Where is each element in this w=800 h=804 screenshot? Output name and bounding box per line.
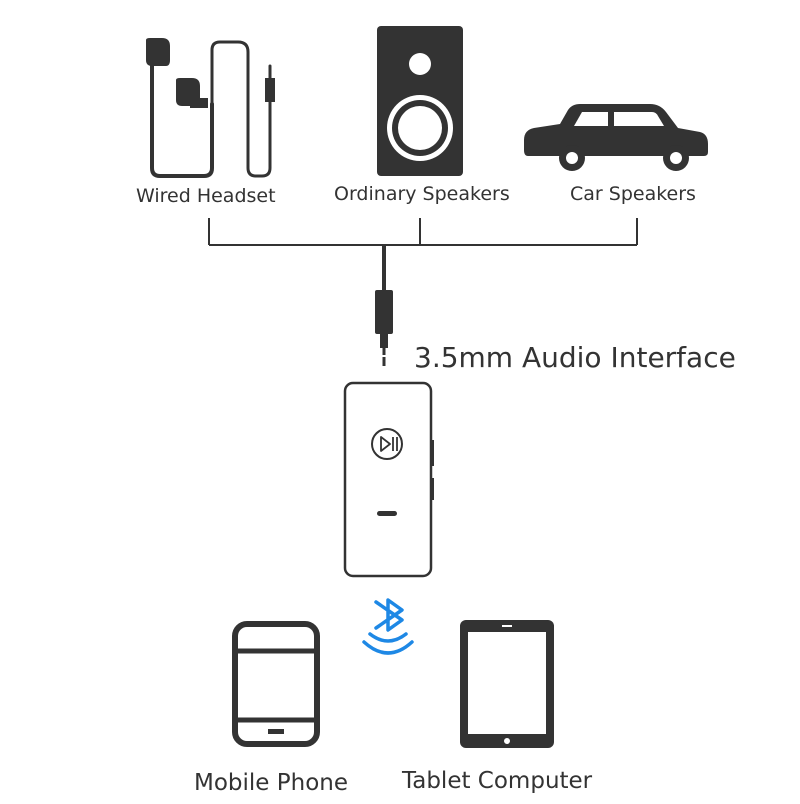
speaker-icon bbox=[377, 26, 463, 176]
car-icon bbox=[524, 104, 708, 171]
car-speakers-label: Car Speakers bbox=[570, 183, 696, 205]
ordinary-speakers-label: Ordinary Speakers bbox=[334, 183, 510, 205]
tablet-icon bbox=[460, 620, 554, 748]
connector-lines bbox=[208, 218, 638, 246]
wired-headset-label: Wired Headset bbox=[136, 185, 276, 207]
audio-jack-plug-icon bbox=[375, 245, 393, 366]
mobile-phone-icon bbox=[232, 621, 320, 747]
bluetooth-receiver-icon bbox=[343, 381, 434, 578]
mobile-phone-label: Mobile Phone bbox=[194, 770, 349, 796]
wired-headset-icon bbox=[146, 38, 275, 178]
bluetooth-signal-icon bbox=[362, 598, 414, 655]
tablet-computer-label: Tablet Computer bbox=[402, 768, 593, 794]
audio-interface-label: 3.5mm Audio Interface bbox=[414, 341, 736, 374]
